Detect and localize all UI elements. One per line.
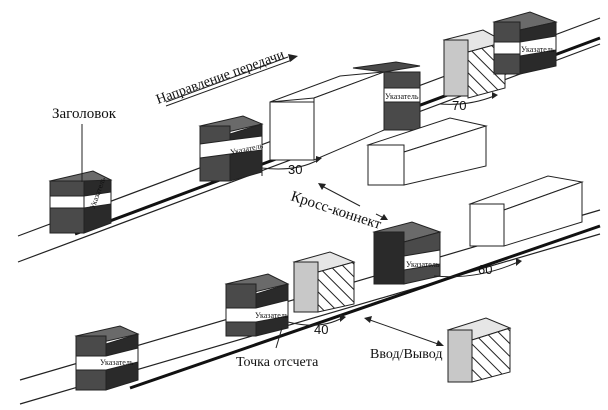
pointer-block-bottom-3: Указатель	[372, 221, 442, 285]
pointer-label: Указатель	[385, 92, 419, 101]
pointer-block-top-2: Указатель	[352, 61, 421, 131]
pointer-block-top-3: Указатель	[492, 11, 558, 75]
pointer-label: Указатель	[255, 311, 289, 320]
pointer-label: Указатель	[406, 260, 440, 269]
header-block: Указатель	[48, 170, 113, 234]
cross-connect-arrow	[318, 183, 388, 220]
hatched-block-io	[446, 317, 512, 383]
io-arrow	[364, 316, 444, 346]
pointer-block-bottom-1: Указатель	[74, 325, 140, 391]
payload-box-60	[468, 175, 584, 247]
offset-30-marker	[261, 148, 322, 176]
payload-box-30	[269, 71, 385, 161]
pointer-label: Указатель	[100, 358, 134, 367]
pointer-block-bottom-2: Указатель	[224, 273, 290, 337]
offset-40-label: 40	[314, 322, 328, 337]
hatched-block-bottom-1	[292, 251, 356, 313]
io-label: Ввод/Вывод	[370, 347, 442, 362]
offset-60-label: 60	[478, 262, 492, 277]
hatched-block-top	[442, 29, 507, 99]
offset-40-marker	[287, 314, 346, 326]
pointer-label: Указатель	[521, 45, 555, 54]
direction-label: Направление передачи	[154, 47, 287, 108]
direction-arrow	[165, 54, 298, 107]
pointer-block-top-1: Указатель	[198, 115, 264, 182]
offset-60-marker	[433, 258, 522, 278]
offset-70-marker	[439, 92, 498, 105]
reference-point-label: Точка отсчета	[236, 355, 319, 370]
offset-70-label: 70	[452, 98, 466, 113]
header-label: Заголовок	[52, 106, 117, 122]
offset-30-label: 30	[288, 162, 302, 177]
cross-connect-label: Кросс-коннект	[289, 189, 384, 233]
reference-leader-line	[275, 327, 283, 349]
payload-box-floating	[366, 117, 488, 186]
